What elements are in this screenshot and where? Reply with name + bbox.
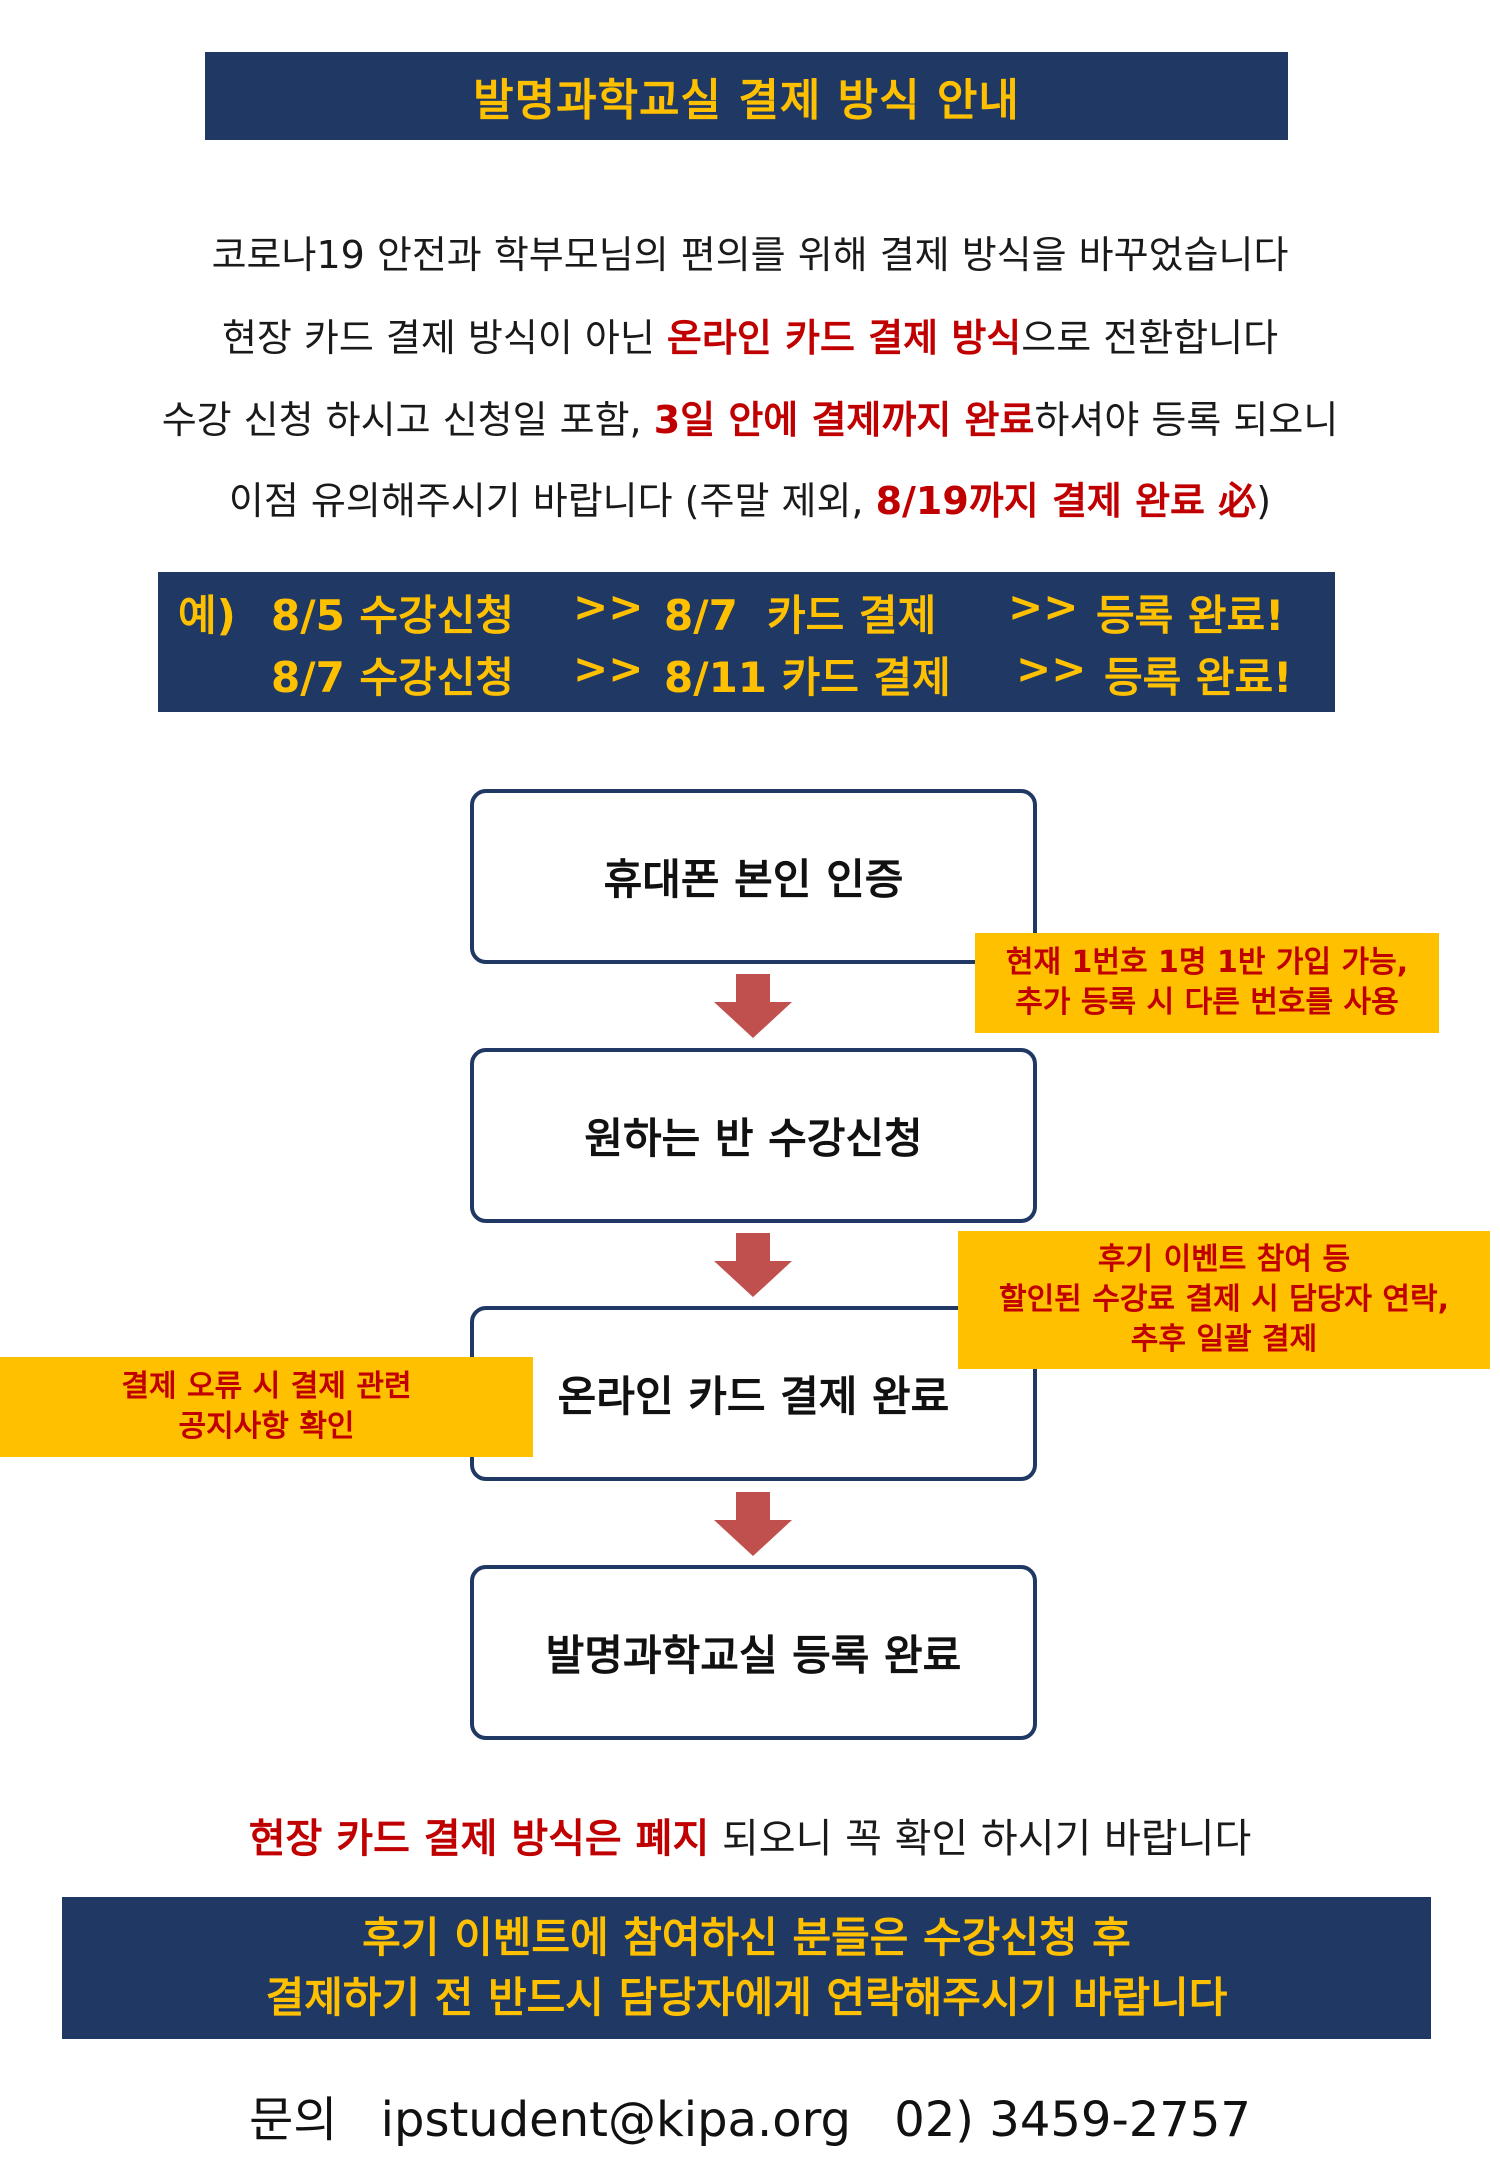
step-label: 원하는 반 수강신청 <box>584 1114 923 1163</box>
intro-line-1-text: 코로나19 안전과 학부모님의 편의를 위해 결제 방식을 바꾸었습니다 <box>211 233 1289 277</box>
contact-phone[interactable]: 02) 3459-2757 <box>894 2092 1251 2148</box>
contact-label: 문의 <box>249 2092 338 2148</box>
step-label: 휴대폰 본인 인증 <box>603 855 904 904</box>
example-row1-sep1: >> <box>573 582 644 631</box>
page-title: 발명과학교실 결제 방식 안내 <box>473 75 1020 126</box>
example-row1-done: 등록 완료! <box>1096 591 1285 640</box>
intro-line-4-text-c: ) <box>1256 479 1272 523</box>
intro-line-2-highlight: 온라인 카드 결제 방식 <box>666 316 1022 360</box>
note-line: 추가 등록 시 다른 번호를 사용 <box>1015 985 1399 1020</box>
intro-line-2-text-c: 으로 전환합니다 <box>1021 316 1279 360</box>
step-registration-complete: 발명과학교실 등록 완료 <box>470 1565 1037 1740</box>
example-row2-done: 등록 완료! <box>1104 653 1293 702</box>
example-row1-pay: 8/7 카드 결제 <box>664 591 937 640</box>
example-row1-sep2: >> <box>1008 582 1079 631</box>
intro-line-3-text-c: 하셔야 등록 되오니 <box>1034 398 1339 442</box>
warning-highlight: 현장 카드 결제 방식은 폐지 <box>248 1816 710 1862</box>
note-line: 현재 1번호 1명 1반 가입 가능, <box>1005 945 1409 980</box>
intro-line-4: 이점 유의해주시기 바랍니다 (주말 제외, 8/19까지 결제 완료 必) <box>0 470 1500 525</box>
warning-text: 되오니 꼭 확인 하시기 바랍니다 <box>709 1816 1252 1862</box>
example-row2-pay: 8/11 카드 결제 <box>664 653 951 702</box>
note-line: 결제 오류 시 결제 관련 <box>121 1369 412 1404</box>
example-row1-apply: 8/5 수강신청 <box>271 591 514 640</box>
down-arrow-icon <box>714 1233 792 1297</box>
note-line: 후기 이벤트 참여 등 <box>1097 1242 1351 1277</box>
note-line: 할인된 수강료 결제 시 담당자 연락, <box>998 1282 1450 1317</box>
title-banner: 발명과학교실 결제 방식 안내 <box>205 52 1288 140</box>
note-payment-error: 결제 오류 시 결제 관련 공지사항 확인 <box>0 1357 533 1457</box>
intro-line-1: 코로나19 안전과 학부모님의 편의를 위해 결제 방식을 바꾸었습니다 <box>0 224 1500 279</box>
note-line: 공지사항 확인 <box>178 1409 355 1444</box>
intro-line-2-text-a: 현장 카드 결제 방식이 아닌 <box>221 316 667 360</box>
footer-line-1: 후기 이벤트에 참여하신 분들은 수강신청 후 <box>362 1913 1131 1962</box>
step-online-payment: 온라인 카드 결제 완료 <box>470 1306 1037 1481</box>
contact-info: 문의 ipstudent@kipa.org 02) 3459-2757 <box>0 2080 1500 2150</box>
note-line: 추후 일괄 결제 <box>1130 1322 1318 1357</box>
example-prefix: 예) <box>178 591 236 640</box>
intro-line-4-highlight: 8/19까지 결제 완료 必 <box>875 479 1257 523</box>
warning-line: 현장 카드 결제 방식은 폐지 되오니 꼭 확인 하시기 바랍니다 <box>0 1806 1500 1864</box>
note-phone-number: 현재 1번호 1명 1반 가입 가능, 추가 등록 시 다른 번호를 사용 <box>975 933 1439 1033</box>
step-class-registration: 원하는 반 수강신청 <box>470 1048 1037 1223</box>
down-arrow-icon <box>714 1492 792 1556</box>
footer-line-2: 결제하기 전 반드시 담당자에게 연락해주시기 바랍니다 <box>265 1973 1228 2022</box>
note-review-event: 후기 이벤트 참여 등 할인된 수강료 결제 시 담당자 연락, 추후 일괄 결… <box>958 1231 1490 1369</box>
intro-line-3-text-a: 수강 신청 하시고 신청일 포함, <box>161 398 654 442</box>
contact-email[interactable]: ipstudent@kipa.org <box>380 2092 851 2148</box>
step-label: 온라인 카드 결제 완료 <box>557 1372 950 1421</box>
intro-line-3-highlight: 3일 안에 결제까지 완료 <box>653 398 1035 442</box>
step-phone-verification: 휴대폰 본인 인증 <box>470 789 1037 964</box>
down-arrow-icon <box>714 974 792 1038</box>
intro-line-4-text-a: 이점 유의해주시기 바랍니다 (주말 제외, <box>228 479 876 523</box>
example-box: 예) 8/5 수강신청 >> 8/7 카드 결제 >> 등록 완료! 8/7 수… <box>158 572 1335 712</box>
example-row2-sep2: >> <box>1016 644 1087 693</box>
example-row2-apply: 8/7 수강신청 <box>271 653 514 702</box>
intro-line-2: 현장 카드 결제 방식이 아닌 온라인 카드 결제 방식으로 전환합니다 <box>0 307 1500 362</box>
step-label: 발명과학교실 등록 완료 <box>545 1631 962 1680</box>
example-row2-sep1: >> <box>573 644 644 693</box>
intro-line-3: 수강 신청 하시고 신청일 포함, 3일 안에 결제까지 완료하셔야 등록 되오… <box>0 389 1500 444</box>
footer-notice: 후기 이벤트에 참여하신 분들은 수강신청 후 결제하기 전 반드시 담당자에게… <box>62 1897 1431 2039</box>
